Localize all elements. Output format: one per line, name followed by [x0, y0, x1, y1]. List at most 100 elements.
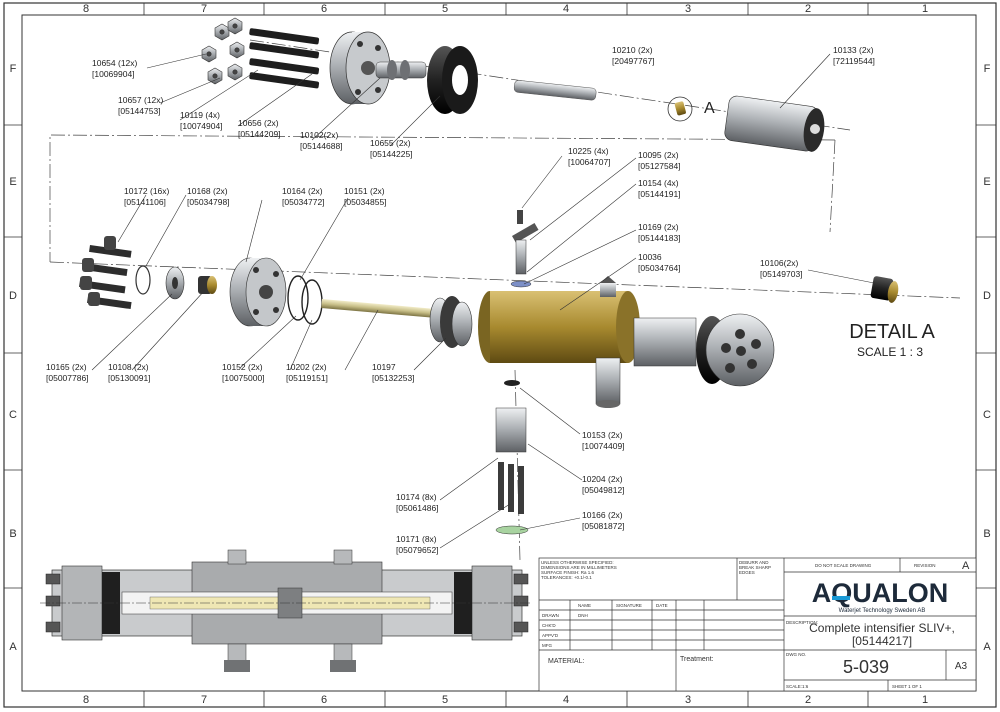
seal-ring-1	[287, 275, 309, 321]
zone-row-d-left: D	[9, 290, 17, 302]
zone-col-7-bottom: 7	[201, 694, 207, 706]
tb-row-appvd: APPV'D	[542, 633, 559, 638]
check-valve-parts	[510, 210, 539, 288]
callout-labels: 10654 (12x)[10069904] 10657 (12x)[051447…	[46, 45, 875, 555]
section-view	[40, 549, 530, 672]
callout-10172: 10172 (16x)[05141106]	[124, 186, 170, 207]
title-block-text: UNLESS OTHERWISE SPECIFIED: DIMENSIONS A…	[541, 560, 970, 689]
zone-row-f-left: F	[10, 63, 17, 75]
zone-col-2-top: 2	[805, 3, 811, 15]
callout-10656: 10656 (2x)[05144209]	[238, 118, 281, 139]
tb-tol-line2: DIMENSIONS ARE IN MILLIMETERS	[541, 565, 617, 570]
zone-row-f-right: F	[984, 63, 991, 75]
title-block	[538, 557, 977, 692]
rod-10210	[513, 80, 597, 101]
zone-row-b-left: B	[9, 528, 16, 540]
callout-10210: 10210 (2x)[20497767]	[612, 45, 655, 66]
zone-ticks	[4, 3, 996, 707]
top-row-parts: A	[201, 17, 825, 152]
zone-row-a-left: A	[9, 641, 17, 653]
brass-nut-10108	[198, 276, 217, 294]
callout-10655: 10655 (2x)[05144225]	[370, 138, 413, 159]
zone-row-c-right: C	[983, 409, 991, 421]
zone-labels: 8 7 6 5 4 3 2 1 8 7 6 5 4 3 2 1 F E D C …	[9, 3, 991, 706]
tb-description-line1: Complete intensifier SLIV+,	[809, 621, 955, 635]
zone-row-d-right: D	[983, 290, 991, 302]
zone-col-1-top: 1	[922, 3, 928, 15]
callout-10095: 10095 (2x)[05127584]	[638, 150, 681, 171]
zone-col-5-bottom: 5	[442, 694, 448, 706]
plunger-top	[375, 60, 427, 80]
tb-deburr-2: BREAK SHARP	[739, 565, 771, 570]
zone-row-e-right: E	[983, 176, 990, 188]
tb-row-mfg: MFG	[542, 643, 552, 648]
tb-tol-line1: UNLESS OTHERWISE SPECIFIED:	[541, 560, 614, 565]
callout-10654: 10654 (12x)[10069904]	[92, 58, 138, 79]
end-flange-top	[329, 31, 391, 105]
callout-10133: 10133 (2x)[72119544]	[833, 45, 875, 66]
outer-border	[3, 2, 997, 708]
detail-a-marker: A	[667, 96, 715, 122]
callout-10169: 10169 (2x)[05144183]	[638, 222, 681, 243]
callout-10166: 10166 (2x)[05081872]	[582, 510, 625, 531]
detail-a-scale: SCALE 1 : 3	[857, 345, 923, 359]
tb-revision-value: A	[962, 560, 970, 572]
zone-col-1-bottom: 1	[922, 694, 928, 706]
tb-treatment-label: Treatment:	[680, 656, 714, 663]
middle-row-parts: DETAIL A SCALE 1 : 3	[79, 210, 935, 535]
zone-col-4-bottom: 4	[563, 694, 569, 706]
tb-row-drawn: DRAWN	[542, 613, 559, 618]
tb-dwg-no-label: DWG NO.	[786, 652, 806, 657]
tb-scale: SCALE:1:6	[786, 684, 809, 689]
leader-lines	[91, 53, 875, 549]
tb-description-label: DESCRIPTION:	[786, 620, 818, 625]
callout-10657: 10657 (12x)[05144753]	[118, 95, 164, 116]
callout-10151: 10151 (2x)[05034855]	[344, 186, 387, 207]
tb-revision-label: REVISION	[914, 563, 936, 568]
tb-tol-line3: SURFACE FINISH: Ra 1.6	[541, 570, 595, 575]
tb-dwg-no: 5-039	[843, 657, 889, 677]
callout-10197: 10197[05132253]	[372, 362, 415, 383]
zone-col-6-top: 6	[321, 3, 327, 15]
logo-accent	[832, 596, 850, 600]
tb-material-label: MATERIAL:	[548, 658, 584, 665]
callout-10165: 10165 (2x)[05007786]	[46, 362, 89, 383]
zone-col-8-bottom: 8	[83, 694, 89, 706]
callout-10036: 10036[05034764]	[638, 252, 681, 273]
zone-row-c-left: C	[9, 409, 17, 421]
tb-description-line2: [05144217]	[852, 634, 912, 648]
callout-10106: 10106(2x)[05149703]	[760, 258, 803, 279]
callout-10204: 10204 (2x)[05049812]	[582, 474, 625, 495]
callout-10153: 10153 (2x)[10074409]	[582, 430, 625, 451]
seal-carrier-10197	[429, 296, 473, 348]
lower-valve-parts	[495, 380, 529, 535]
zone-row-b-right: B	[983, 528, 990, 540]
callout-10119: 10119 (4x)[10074904]	[180, 110, 223, 131]
hp-cylinder-right	[633, 313, 775, 387]
stud-group	[249, 28, 320, 89]
nut-group	[201, 17, 245, 85]
washer-10165	[165, 266, 185, 300]
tb-deburr-1: DEBURR AND	[739, 560, 769, 565]
tb-tol-line4: TOLERANCES: +0.1/-0.1	[541, 575, 592, 580]
tb-drawn-by: DNH	[578, 613, 588, 618]
zone-col-3-bottom: 3	[685, 694, 691, 706]
plunger-rod-10152	[321, 299, 432, 318]
callout-10152: 10152 (2x)[10075000]	[222, 362, 265, 383]
callout-10102: 10102(2x)[05144688]	[300, 130, 343, 151]
end-flange-mid	[229, 257, 287, 327]
zone-col-7-top: 7	[201, 3, 207, 15]
tb-sheet-size: A3	[955, 661, 968, 672]
zone-col-6-bottom: 6	[321, 694, 327, 706]
tb-logo-sub: Waterjet Technology Sweden AB	[839, 608, 926, 614]
seal-ring-2	[301, 279, 323, 325]
zone-col-2-bottom: 2	[805, 694, 811, 706]
tb-logo: AQUALON	[812, 578, 949, 608]
tb-sheet-label: SHEET 1 OF 1	[892, 684, 922, 689]
callout-10171: 10171 (8x)[05079652]	[396, 534, 439, 555]
callout-10108: 10108 (2x)[05130091]	[108, 362, 151, 383]
zone-col-8-top: 8	[83, 3, 89, 15]
tb-col-date: DATE	[656, 603, 668, 608]
callout-10225: 10225 (4x)[10064707]	[568, 146, 611, 167]
